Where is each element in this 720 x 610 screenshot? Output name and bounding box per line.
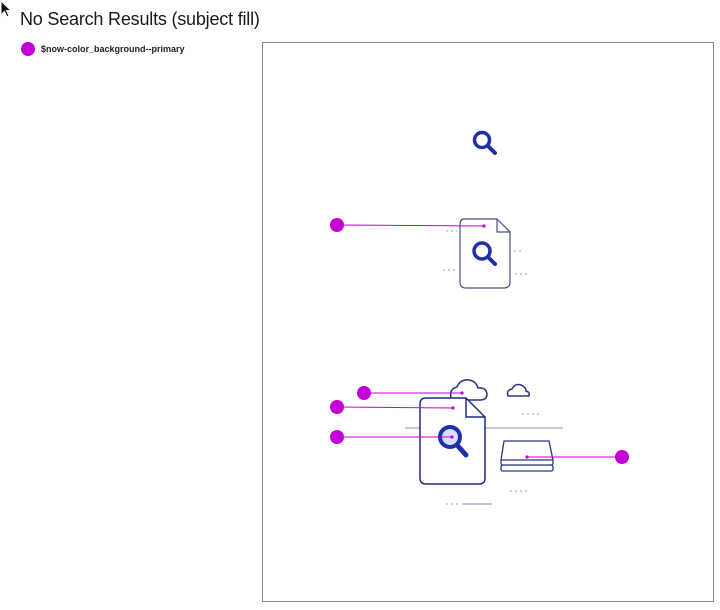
mouse-cursor-icon bbox=[0, 0, 13, 18]
small-search-icon bbox=[472, 130, 497, 155]
callout-stack bbox=[525, 450, 629, 464]
page-title: No Search Results (subject fill) bbox=[20, 9, 260, 29]
medium-callout bbox=[330, 218, 486, 232]
clouds bbox=[449, 379, 530, 401]
callout-document bbox=[330, 400, 455, 414]
legend-marker bbox=[21, 42, 35, 56]
stack-icon bbox=[500, 440, 554, 472]
legend: $now-color_background--primary bbox=[21, 42, 185, 56]
callout-cloud bbox=[357, 386, 464, 400]
medium-document-icon bbox=[459, 218, 511, 289]
illustration-frame bbox=[262, 42, 714, 602]
callout-search bbox=[330, 430, 454, 444]
medium-search-icon bbox=[472, 241, 497, 266]
legend-label: $now-color_background--primary bbox=[41, 44, 185, 54]
large-dash-marks bbox=[446, 413, 540, 505]
medium-dash-marks bbox=[443, 230, 530, 275]
